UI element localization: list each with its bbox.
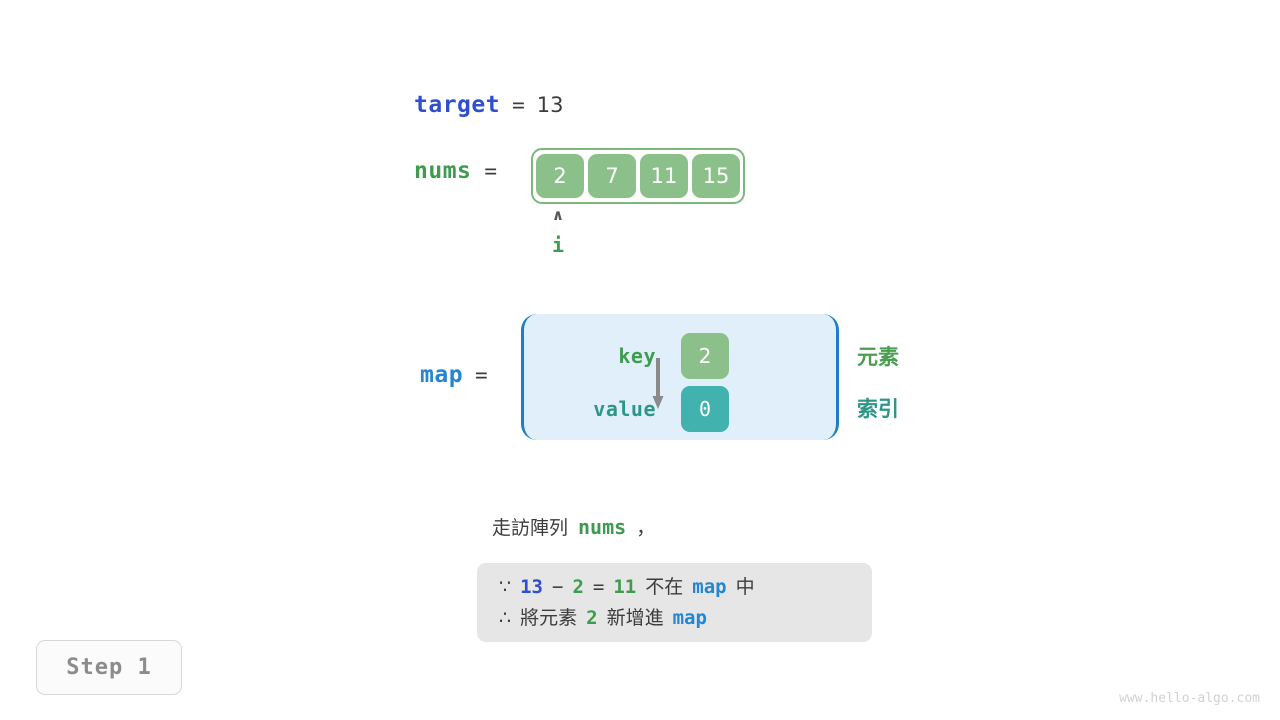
explanation-in-text: 中	[735, 576, 755, 598]
array-cell: 11	[640, 154, 688, 198]
map-panel: key 2 value 0	[521, 314, 839, 440]
map-equals-sign: =	[475, 363, 488, 387]
explanation-line-2: ∴ 將元素 2 新增進 map	[499, 603, 850, 634]
caption-suffix: ，	[636, 517, 656, 539]
caption-prefix: 走訪陣列	[492, 517, 569, 539]
map-value-row: value 0	[558, 386, 729, 432]
therefore-symbol: ∴	[499, 607, 512, 629]
map-key-label: key	[618, 344, 656, 368]
map-value-box: 0	[681, 386, 729, 432]
equals-operator: =	[592, 576, 605, 598]
caret-up-icon: ∧	[551, 206, 565, 224]
map-key-box: 2	[681, 333, 729, 379]
explanation-insert-text: 新增進	[606, 607, 664, 629]
nums-array: 2 7 11 15	[531, 148, 745, 204]
nums-equals-sign: =	[484, 159, 498, 183]
target-value: 13	[536, 93, 564, 117]
target-equals-sign: =	[512, 93, 525, 117]
because-symbol: ∵	[499, 576, 512, 598]
explanation-not-in-text: 不在	[645, 576, 684, 598]
target-variable-row: target = 13	[414, 92, 563, 118]
annotation-index: 索引	[857, 397, 899, 421]
explanation-box: ∵ 13 − 2 = 11 不在 map 中 ∴ 將元素 2 新增進 map	[477, 563, 872, 642]
caption-code-nums: nums	[578, 515, 627, 539]
operand-target: 13	[520, 576, 543, 598]
annotation-element: 元素	[857, 345, 899, 369]
explanation-added-value: 2	[586, 607, 598, 629]
target-label: target	[414, 92, 501, 118]
index-pointer: ∧ i	[531, 206, 585, 258]
explanation-line-1: ∵ 13 − 2 = 11 不在 map 中	[499, 572, 850, 603]
operand-result: 11	[613, 576, 637, 598]
operand-current: 2	[572, 576, 584, 598]
nums-variable-row: nums =	[414, 158, 497, 184]
array-cell: 7	[588, 154, 636, 198]
nums-label: nums	[414, 158, 472, 184]
array-cell: 15	[692, 154, 740, 198]
watermark: www.hello-algo.com	[1119, 691, 1260, 706]
explanation-add-element-text: 將元素	[520, 607, 578, 629]
explanation-code-map: map	[692, 576, 727, 598]
array-cell: 2	[536, 154, 584, 198]
step-badge: Step 1	[36, 640, 182, 695]
minus-operator: −	[551, 576, 564, 598]
caption-text: 走訪陣列 nums ，	[492, 513, 655, 540]
pointer-label-i: i	[551, 233, 565, 257]
map-value-label: value	[593, 397, 656, 421]
explanation-code-map-2: map	[672, 607, 707, 629]
map-key-row: key 2	[558, 333, 729, 379]
map-label: map	[420, 362, 464, 388]
map-variable-row: map =	[420, 362, 488, 388]
